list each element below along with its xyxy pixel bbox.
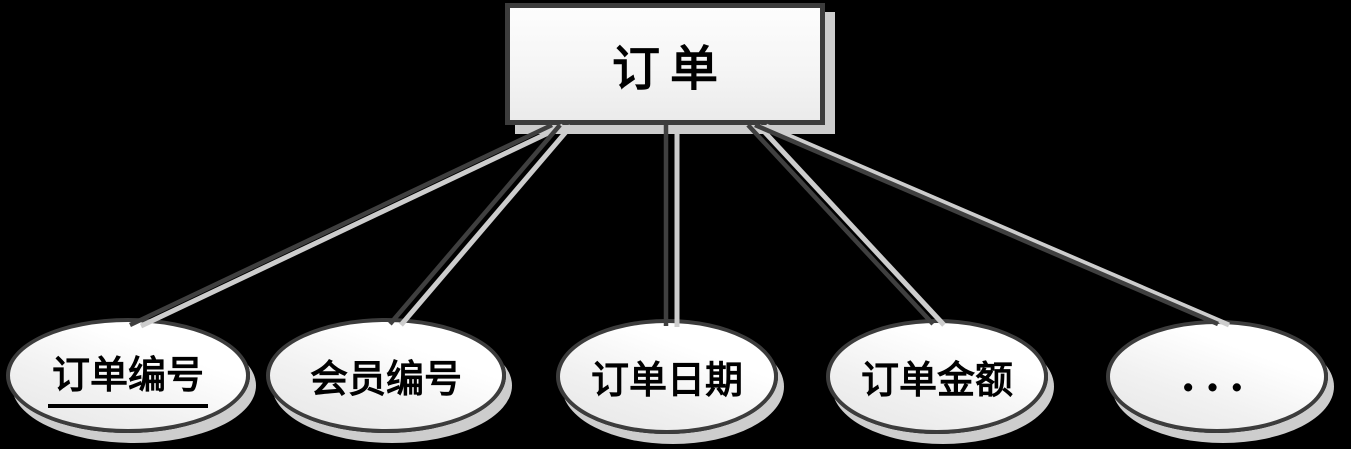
entity-box-order[interactable]: 订单	[505, 3, 825, 125]
attribute-ellipse-more[interactable]: ...	[1106, 320, 1328, 433]
attribute-label: 订单金额	[860, 357, 1013, 402]
connector-shadow-4	[757, 124, 946, 327]
entity-label: 订单	[611, 41, 728, 97]
attribute-label: 订单日期	[590, 357, 743, 402]
attribute-ellipse-order-id[interactable]: 订单编号	[6, 318, 250, 433]
connector-line-5	[754, 122, 1219, 327]
attribute-label: 订单编号	[47, 344, 208, 408]
attribute-ellipse-order-date[interactable]: 订单日期	[556, 319, 778, 434]
attribute-ellipse-member-id[interactable]: 会员编号	[266, 318, 506, 433]
connector-shadow-2	[399, 124, 573, 327]
connector-strokes	[129, 122, 1219, 328]
attribute-label: 会员编号	[309, 356, 462, 401]
connector-shadows	[139, 123, 1230, 329]
attribute-label: ...	[1180, 351, 1254, 402]
connector-shadow-5	[765, 123, 1230, 328]
connector-line-2	[388, 123, 562, 326]
connector-line-4	[746, 123, 935, 326]
connector-line-1	[129, 122, 553, 328]
connector-shadow-1	[139, 123, 565, 329]
attribute-ellipse-order-amount[interactable]: 订单金额	[826, 319, 1048, 434]
